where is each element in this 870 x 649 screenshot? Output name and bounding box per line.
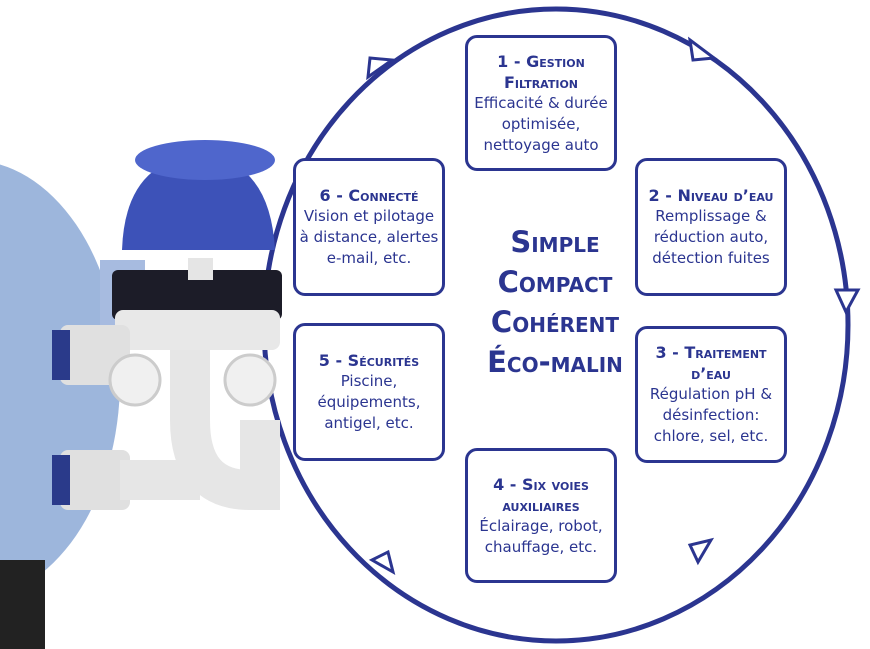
slogan-word: Compact (497, 265, 613, 299)
slogan-word: Cohérent (490, 305, 620, 339)
center-slogan: Simple Compact Cohérent Éco-malin (440, 222, 670, 382)
feature-box-filtration: 1 - Gestion Filtration Efficacité & duré… (465, 35, 617, 171)
feature-box-connected: 6 - Connecté Vision et pilotage à distan… (293, 158, 445, 296)
feature-description: Régulation pH & désinfection: chlore, se… (649, 385, 773, 445)
feature-title: 5 - Sécurités (318, 351, 420, 370)
feature-title: 1 - Gestion Filtration (497, 51, 585, 92)
feature-box-safety: 5 - Sécurités Piscine, équipements, anti… (293, 323, 445, 461)
feature-title: 2 - Niveau d’eau (648, 186, 774, 205)
feature-description: Vision et pilotage à distance, alertes e… (299, 207, 439, 267)
feature-description: Efficacité & durée optimisée, nettoyage … (474, 93, 608, 154)
arrow-icon (833, 288, 861, 316)
pump-illustration (0, 140, 282, 649)
feature-title: 3 - Traitement d’eau (655, 343, 767, 383)
feature-title: 4 - Six voies auxiliaires (493, 474, 589, 515)
slogan-word: Simple (510, 225, 600, 259)
slogan-word: Éco-malin (487, 345, 623, 379)
arrow-icon (368, 549, 396, 576)
arrow-icon (687, 537, 715, 566)
arrow-icon (687, 36, 719, 62)
arrow-icon (366, 56, 397, 81)
feature-description: Remplissage & réduction auto, détection … (652, 207, 770, 267)
feature-description: Piscine, équipements, antigel, etc. (317, 372, 421, 432)
feature-box-water-treatment: 3 - Traitement d’eau Régulation pH & dés… (635, 326, 787, 463)
feature-box-auxiliary: 4 - Six voies auxiliaires Éclairage, rob… (465, 448, 617, 583)
feature-box-water-level: 2 - Niveau d’eau Remplissage & réduction… (635, 158, 787, 296)
feature-title: 6 - Connecté (319, 186, 419, 205)
feature-description: Éclairage, robot, chauffage, etc. (479, 516, 603, 556)
